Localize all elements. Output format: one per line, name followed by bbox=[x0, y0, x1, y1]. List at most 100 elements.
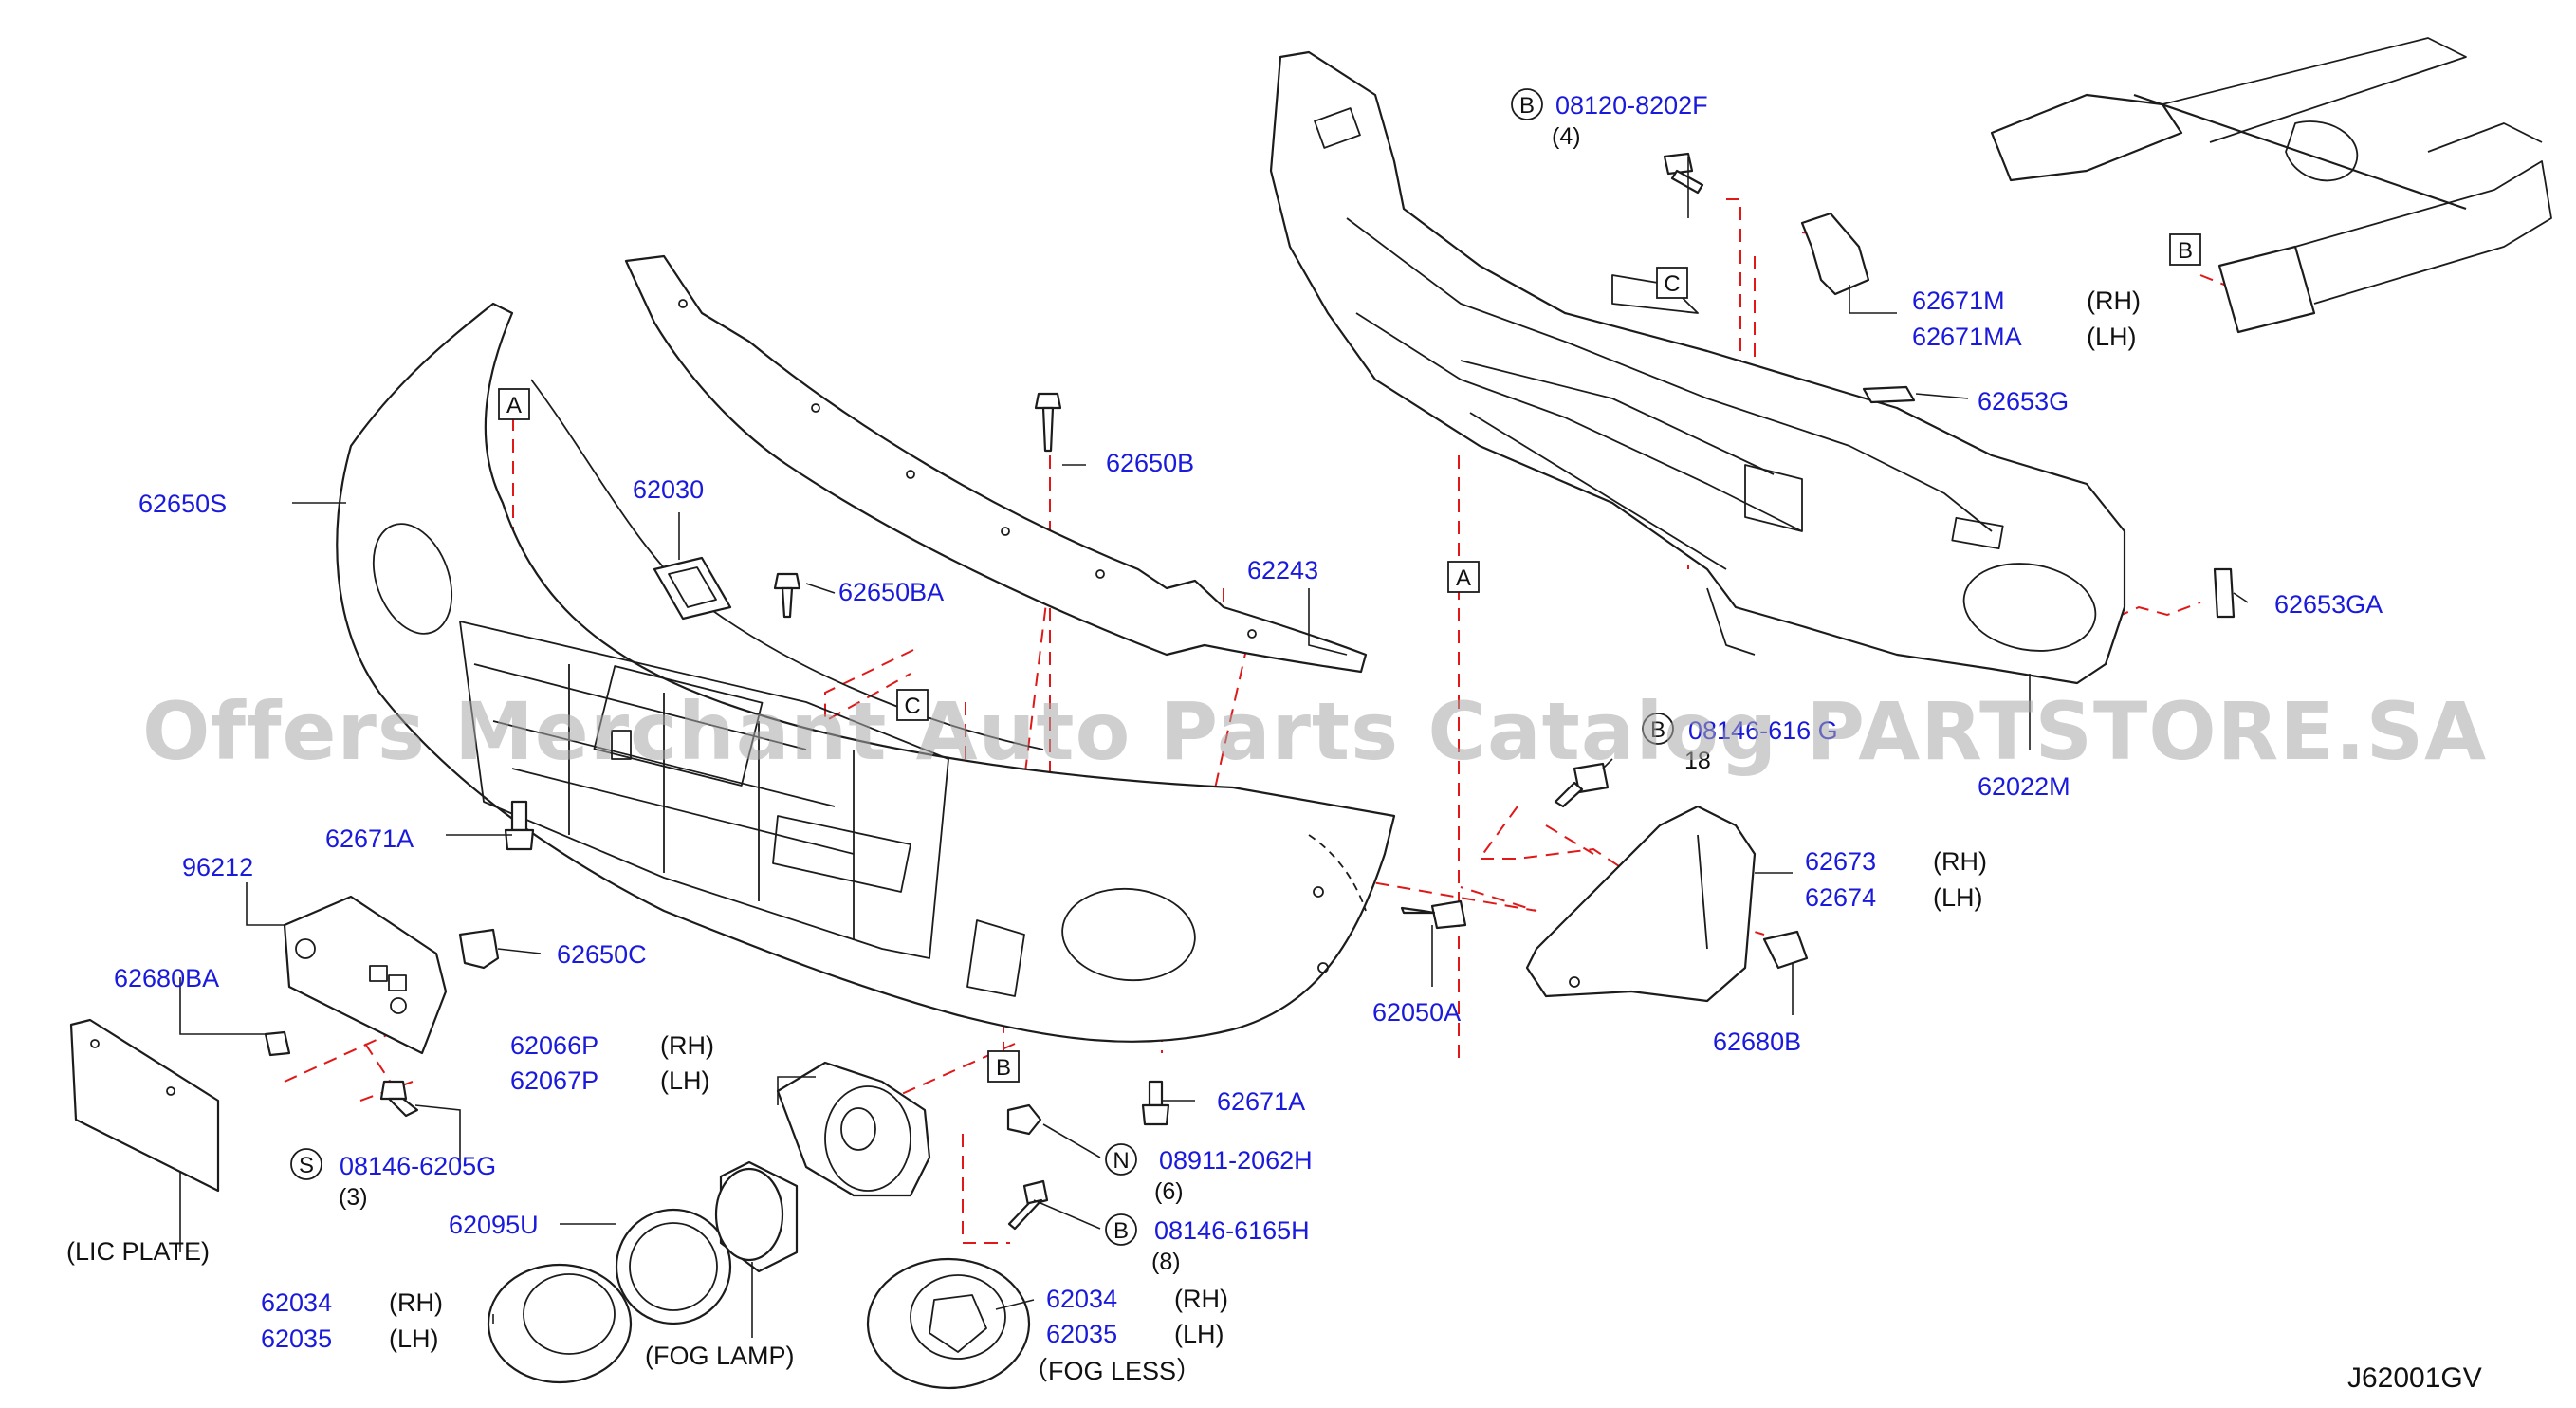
callout-circle-N: N bbox=[1105, 1143, 1137, 1176]
callout-box-C-right: C bbox=[1656, 267, 1688, 299]
callout-box-B-frame: B bbox=[2169, 233, 2201, 266]
bumper-retainer-drawing bbox=[624, 254, 1368, 674]
svg-text:C: C bbox=[1664, 271, 1680, 297]
svg-text:A: A bbox=[1456, 565, 1471, 591]
frame-drawing bbox=[1990, 37, 2552, 334]
part-link-62680B[interactable]: 62680B bbox=[1713, 1028, 1801, 1056]
callout-circle-B-08120-8202F: B bbox=[1511, 88, 1543, 120]
part-link-62095U[interactable]: 62095U bbox=[449, 1211, 539, 1239]
qty-08146-6165H: (8) bbox=[1151, 1249, 1181, 1275]
bolt-08146-6165H bbox=[1007, 1179, 1049, 1231]
rh-note-62034-less: (RH) bbox=[1174, 1285, 1228, 1313]
part-link-62671M[interactable]: 62671M bbox=[1912, 287, 2005, 315]
part-link-08911-2062H[interactable]: 08911-2062H bbox=[1159, 1146, 1313, 1175]
part-link-62030[interactable]: 62030 bbox=[633, 475, 704, 504]
part-link-62650B[interactable]: 62650B bbox=[1106, 449, 1194, 477]
license-plate-drawing bbox=[69, 1018, 220, 1193]
bumper-reinforcement-drawing bbox=[1269, 50, 2126, 685]
part-link-62671A-bottom[interactable]: 62671A bbox=[1217, 1087, 1305, 1116]
part-link-62671A-left[interactable]: 62671A bbox=[325, 824, 414, 853]
part-link-62650S[interactable]: 62650S bbox=[138, 490, 227, 518]
rh-note-62673: (RH) bbox=[1933, 847, 1987, 876]
fog-finisher-62034-drawing bbox=[487, 1263, 633, 1384]
rh-note-62034-fog: (RH) bbox=[389, 1288, 443, 1317]
seal-62653G-drawing bbox=[1862, 385, 1916, 404]
svg-text:C: C bbox=[904, 694, 920, 719]
svg-text:B: B bbox=[1113, 1218, 1129, 1244]
bolt-62650BA bbox=[773, 572, 801, 619]
seal-62653GA-drawing bbox=[2213, 567, 2236, 619]
license-plate-bracket-drawing bbox=[264, 895, 448, 1057]
nut-62650C bbox=[458, 928, 500, 970]
part-link-08146-6165H[interactable]: 08146-6165H bbox=[1154, 1216, 1310, 1245]
part-link-08146-6205G[interactable]: 08146-6205G bbox=[340, 1152, 496, 1180]
screw-08146-616G bbox=[1554, 762, 1610, 808]
watermark: Offers Merchant Auto Parts Catalog PARTS… bbox=[142, 685, 2487, 778]
nut-08911-2062H bbox=[1006, 1103, 1042, 1136]
callout-box-A-left: A bbox=[498, 388, 530, 420]
part-link-62034-fog[interactable]: 62034 bbox=[261, 1288, 332, 1317]
bolt-08146-6205G bbox=[379, 1080, 419, 1118]
rh-note-62066P: (RH) bbox=[660, 1031, 714, 1060]
part-link-08120-8202F[interactable]: 08120-8202F bbox=[1555, 91, 1708, 120]
part-link-62673[interactable]: 62673 bbox=[1805, 847, 1876, 876]
qty-08146-6205G: (3) bbox=[339, 1184, 368, 1211]
rh-note-62671M: (RH) bbox=[2087, 287, 2141, 315]
svg-text:N: N bbox=[1113, 1148, 1129, 1174]
fog-lamp-drawing bbox=[714, 1160, 799, 1273]
fog-lamp-note: (FOG LAMP) bbox=[645, 1342, 795, 1370]
part-link-62243[interactable]: 62243 bbox=[1247, 556, 1318, 584]
part-link-08146-616G[interactable]: 08146-616 G bbox=[1688, 716, 1838, 745]
bolt-62650B bbox=[1034, 392, 1062, 453]
bracket-62671M-drawing bbox=[1800, 212, 1870, 296]
bolt-62671A-bottom bbox=[1141, 1080, 1170, 1126]
callout-circle-B-08146-616G: B bbox=[1642, 713, 1674, 745]
part-link-62653GA[interactable]: 62653GA bbox=[2274, 590, 2383, 619]
svg-text:B: B bbox=[1650, 717, 1665, 743]
svg-text:B: B bbox=[1519, 93, 1535, 119]
part-link-62034-less[interactable]: 62034 bbox=[1046, 1285, 1117, 1313]
part-link-62653G[interactable]: 62653G bbox=[1978, 387, 2069, 416]
bolt-62671A-left bbox=[504, 800, 535, 851]
part-link-62067P[interactable]: 62067P bbox=[510, 1066, 598, 1095]
part-link-62650C[interactable]: 62650C bbox=[557, 940, 647, 969]
bumper-side-bracket-62673-drawing bbox=[1525, 805, 1757, 1003]
qty-08120-8202F: (4) bbox=[1552, 123, 1581, 150]
callout-box-A-right: A bbox=[1447, 561, 1480, 593]
part-link-62022M[interactable]: 62022M bbox=[1978, 772, 2070, 801]
lh-note-62067P: (LH) bbox=[660, 1066, 710, 1095]
callouts: A C B A C B S N bbox=[290, 88, 2201, 1246]
part-link-62650BA[interactable]: 62650BA bbox=[838, 578, 944, 606]
lh-note-62674: (LH) bbox=[1933, 883, 1983, 912]
qty-08911-2062H: (6) bbox=[1154, 1178, 1184, 1205]
callout-circle-B-08146-6165H: B bbox=[1105, 1213, 1137, 1246]
part-link-62066P[interactable]: 62066P bbox=[510, 1031, 598, 1060]
svg-text:B: B bbox=[2178, 238, 2193, 264]
part-link-62035-less[interactable]: 62035 bbox=[1046, 1320, 1117, 1348]
part-link-62671MA[interactable]: 62671MA bbox=[1912, 323, 2022, 351]
part-link-62680BA[interactable]: 62680BA bbox=[114, 964, 219, 992]
fog-less-note: （FOG LESS） bbox=[1022, 1357, 1202, 1385]
callout-box-B-bottom: B bbox=[987, 1050, 1020, 1083]
clip-62680B-drawing bbox=[1762, 930, 1809, 970]
qty-08146-616G: 18 bbox=[1684, 748, 1711, 774]
lh-note-62035-fog: (LH) bbox=[389, 1325, 439, 1353]
part-link-62050A[interactable]: 62050A bbox=[1372, 998, 1461, 1027]
lic-plate-note: (LIC PLATE) bbox=[66, 1237, 210, 1266]
svg-text:A: A bbox=[506, 393, 522, 418]
bolt-08120-8202F bbox=[1663, 152, 1704, 195]
part-link-62674[interactable]: 62674 bbox=[1805, 883, 1876, 912]
leader-lines bbox=[179, 157, 2249, 1338]
diagram-code: J62001GV bbox=[2347, 1362, 2482, 1394]
fasteners-drawing bbox=[379, 152, 1704, 1231]
part-labels: 62650S 62030 62650B 62650BA 62243 62671A… bbox=[66, 91, 2383, 1385]
lh-note-62671MA: (LH) bbox=[2087, 323, 2137, 351]
svg-text:B: B bbox=[996, 1055, 1011, 1081]
screw-62050A bbox=[1400, 899, 1467, 930]
clip-62030 bbox=[653, 556, 732, 621]
part-link-62035-fog[interactable]: 62035 bbox=[261, 1325, 332, 1353]
fog-lamp-ring-drawing bbox=[615, 1208, 732, 1325]
part-link-96212[interactable]: 96212 bbox=[182, 853, 253, 881]
callout-box-C-left: C bbox=[896, 689, 929, 721]
